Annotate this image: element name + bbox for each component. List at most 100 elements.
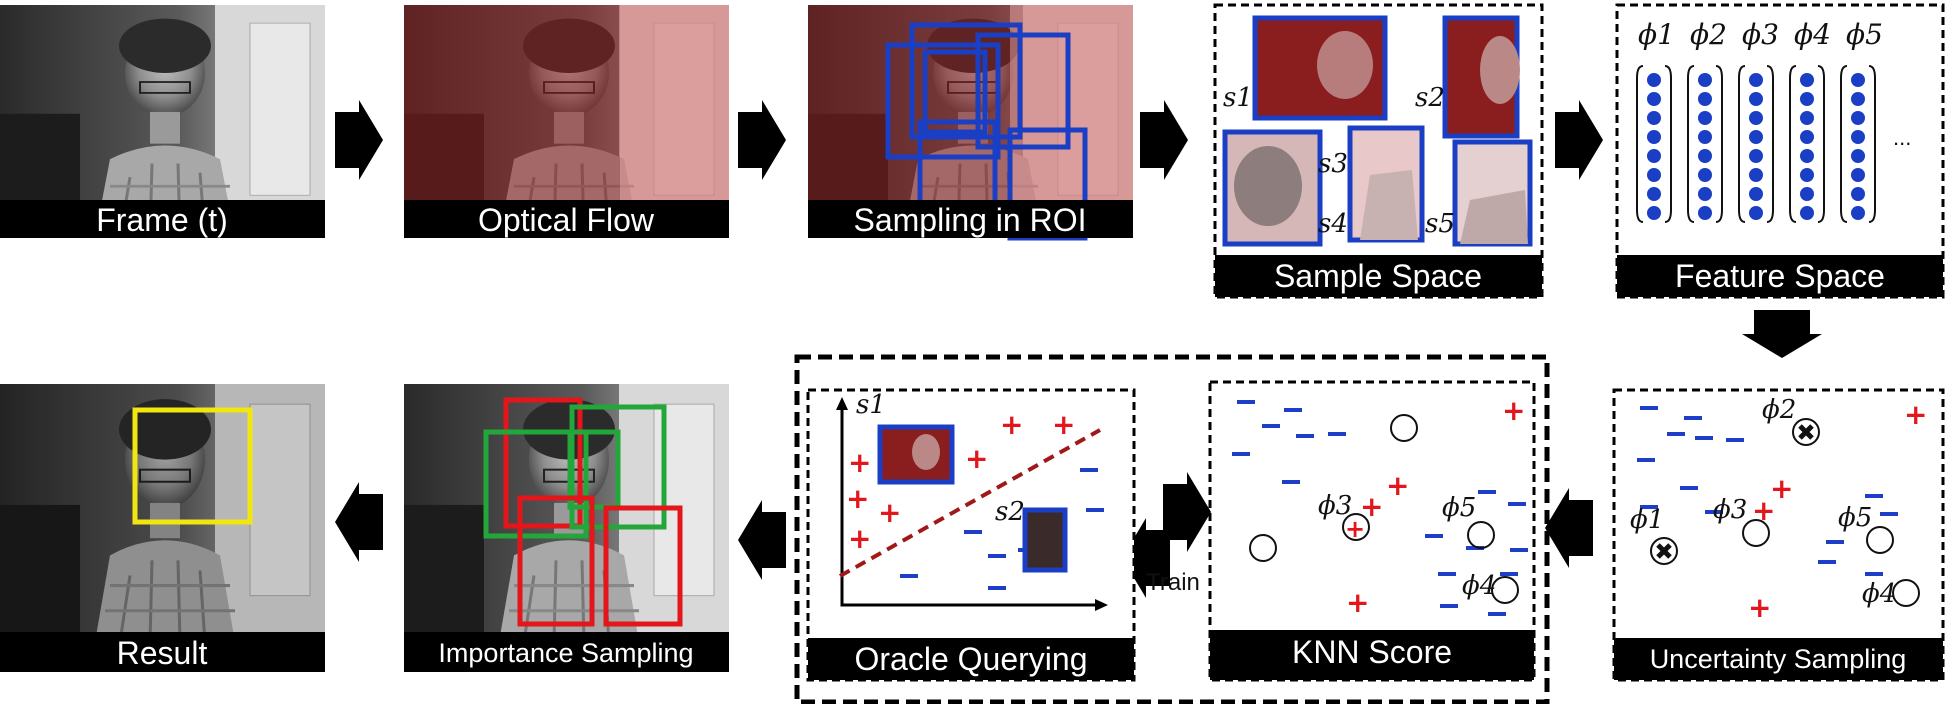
feature-dot <box>1698 92 1712 106</box>
feature-dot <box>1698 187 1712 201</box>
s3-label: s3 <box>1318 149 1348 179</box>
feature-dot <box>1800 206 1814 220</box>
arrow-down-icon <box>1742 310 1822 358</box>
svg-text:+: + <box>848 522 871 555</box>
oracle-s2: s2 <box>995 497 1025 527</box>
feature-dot <box>1749 111 1763 125</box>
arrow-left-icon <box>738 500 786 580</box>
unc-phi5: ϕ5 <box>1838 503 1872 533</box>
feature-dot <box>1647 187 1661 201</box>
frame-panel: Frame (t) <box>0 5 325 238</box>
sample-space-panel: s1 s2 s3 s4 s5 Sample Space <box>1213 3 1544 299</box>
train-label: Train <box>1146 569 1200 596</box>
result-box <box>132 407 253 525</box>
vector-bracket <box>1636 65 1672 223</box>
feature-dot <box>1851 206 1865 220</box>
feature-dot <box>1749 73 1763 87</box>
svg-text:+: + <box>878 496 901 529</box>
feature-dot <box>1647 92 1661 106</box>
feature-dot <box>1749 206 1763 220</box>
result-panel: Result <box>0 384 325 672</box>
svg-text:+: + <box>1770 472 1793 505</box>
arrow-right-icon <box>738 100 786 180</box>
svg-text:+: + <box>1345 515 1365 543</box>
feature-dot <box>1749 130 1763 144</box>
feature-space-label: Feature Space <box>1675 258 1885 294</box>
knn-label: KNN Score <box>1292 634 1452 670</box>
sample-space-label: Sample Space <box>1274 258 1482 294</box>
feature-dot <box>1749 149 1763 163</box>
feature-dot <box>1851 130 1865 144</box>
oracle-panel: ++++ ++++ s1 s2 Oracle Querying <box>806 388 1136 682</box>
svg-text:+: + <box>1748 591 1771 624</box>
feature-dot <box>1749 187 1763 201</box>
svg-text:+: + <box>1386 469 1409 502</box>
frame-label: Frame (t) <box>96 202 228 238</box>
feature-dot <box>1851 111 1865 125</box>
uncertainty-label: Uncertainty Sampling <box>1650 644 1907 674</box>
arrow-left-icon <box>1545 488 1593 568</box>
feature-dot <box>1800 92 1814 106</box>
vector-bracket <box>1687 65 1723 223</box>
optical-flow-label: Optical Flow <box>478 202 655 238</box>
feature-dot <box>1698 168 1712 182</box>
feature-dot <box>1800 168 1814 182</box>
arrow-left-icon <box>335 482 383 562</box>
feature-dot <box>1698 111 1712 125</box>
active-learning-group <box>794 354 1550 704</box>
feature-dot <box>1800 187 1814 201</box>
vector-bracket <box>1738 65 1774 223</box>
svg-text:+: + <box>1752 494 1775 527</box>
arrow-right-icon <box>335 100 383 180</box>
feature-dot <box>1851 187 1865 201</box>
phi4-label: ϕ4 <box>1794 18 1831 51</box>
sampling-roi-panel: Sampling in ROI <box>808 5 1133 241</box>
importance-panel: Importance Sampling <box>404 384 729 672</box>
s4-label: s4 <box>1318 209 1348 239</box>
arrow-right-icon <box>1140 100 1188 180</box>
knn-panel: ++++ + ϕ3 ϕ5 ϕ4 KNN Score <box>1208 380 1536 682</box>
svg-text:+: + <box>1904 398 1927 431</box>
result-label: Result <box>117 635 208 671</box>
unc-phi2: ϕ2 <box>1762 395 1796 425</box>
unc-phi4: ϕ4 <box>1862 579 1896 609</box>
feature-dot <box>1698 130 1712 144</box>
feature-dot <box>1800 111 1814 125</box>
svg-text:+: + <box>848 446 871 479</box>
importance-label: Importance Sampling <box>438 638 693 668</box>
feature-dot <box>1647 206 1661 220</box>
knn-phi3: ϕ3 <box>1318 491 1352 521</box>
vector-bracket <box>1840 65 1876 223</box>
knn-phi4: ϕ4 <box>1462 571 1496 601</box>
uncertainty-panel: ++++ ϕ2 ϕ1 ϕ3 ϕ5 ϕ4 Uncertainty Sampling <box>1612 388 1945 682</box>
feature-dot <box>1698 206 1712 220</box>
phi3-label: ϕ3 <box>1742 18 1779 51</box>
feature-dot <box>1647 130 1661 144</box>
oracle-s1: s1 <box>856 390 886 420</box>
feature-dot <box>1698 149 1712 163</box>
feature-dot <box>1698 73 1712 87</box>
svg-text:+: + <box>1346 586 1369 619</box>
feature-dot <box>1647 111 1661 125</box>
feature-dot <box>1851 73 1865 87</box>
feature-dot <box>1851 149 1865 163</box>
feature-dot <box>1851 92 1865 106</box>
phi2-label: ϕ2 <box>1690 18 1727 51</box>
svg-text:+: + <box>1502 394 1525 427</box>
oracle-label: Oracle Querying <box>855 641 1088 677</box>
feature-dot <box>1851 168 1865 182</box>
phi1-label: ϕ1 <box>1638 18 1675 51</box>
unc-phi1: ϕ1 <box>1630 505 1664 535</box>
ellipsis: ... <box>1893 125 1911 150</box>
svg-text:+: + <box>965 442 988 475</box>
vector-bracket <box>1789 65 1825 223</box>
unc-phi3: ϕ3 <box>1713 495 1747 525</box>
s2-label: s2 <box>1415 83 1445 113</box>
feature-dot <box>1800 130 1814 144</box>
arrow-right-icon <box>1555 100 1603 180</box>
svg-text:+: + <box>1360 490 1383 523</box>
sampling-roi-label: Sampling in ROI <box>854 202 1087 238</box>
feature-dot <box>1800 149 1814 163</box>
knn-phi5: ϕ5 <box>1442 493 1476 523</box>
